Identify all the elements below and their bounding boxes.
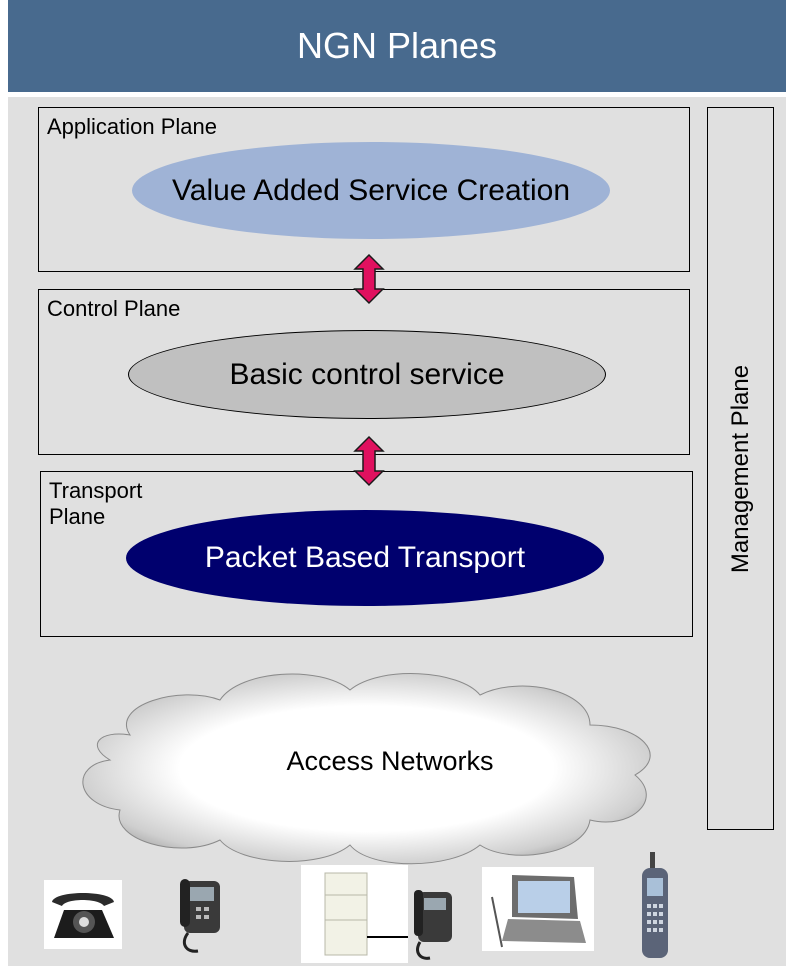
control-plane-label: Control Plane — [47, 296, 181, 321]
control-transport-double-arrow — [353, 435, 385, 487]
packet-based-transport-ellipse: Packet Based Transport — [126, 510, 604, 606]
transport-plane-label: Transport Plane — [49, 478, 143, 529]
access-networks-cloud — [82, 673, 651, 865]
ip-phone-icon — [414, 890, 452, 960]
mobile-phone-icon — [642, 852, 668, 958]
application-plane-label: Application Plane — [47, 114, 218, 139]
diagram-canvas: Application Plane Value Added Service Cr… — [8, 97, 786, 966]
desk-phone-icon — [180, 879, 220, 953]
value-added-service-label: Value Added Service Creation — [171, 173, 571, 207]
application-plane: Application Plane Value Added Service Cr… — [38, 107, 690, 272]
access-networks-label: Access Networks — [286, 746, 494, 776]
management-plane-label: Management Plane — [726, 364, 754, 573]
basic-control-service-label: Basic control service — [229, 357, 505, 391]
packet-based-transport-label: Packet Based Transport — [204, 541, 526, 574]
pda-icon — [482, 867, 594, 951]
transport-plane: Transport Plane Packet Based Transport — [40, 471, 693, 637]
value-added-service-ellipse: Value Added Service Creation — [132, 142, 610, 239]
basic-control-service-ellipse: Basic control service — [128, 330, 606, 419]
control-plane: Control Plane Basic control service — [38, 289, 690, 455]
diagram-title: NGN Planes — [8, 0, 786, 92]
rotary-phone-icon — [44, 880, 122, 949]
modem-icon — [301, 865, 408, 963]
management-plane: Management Plane — [707, 107, 774, 830]
app-control-double-arrow — [353, 253, 385, 305]
